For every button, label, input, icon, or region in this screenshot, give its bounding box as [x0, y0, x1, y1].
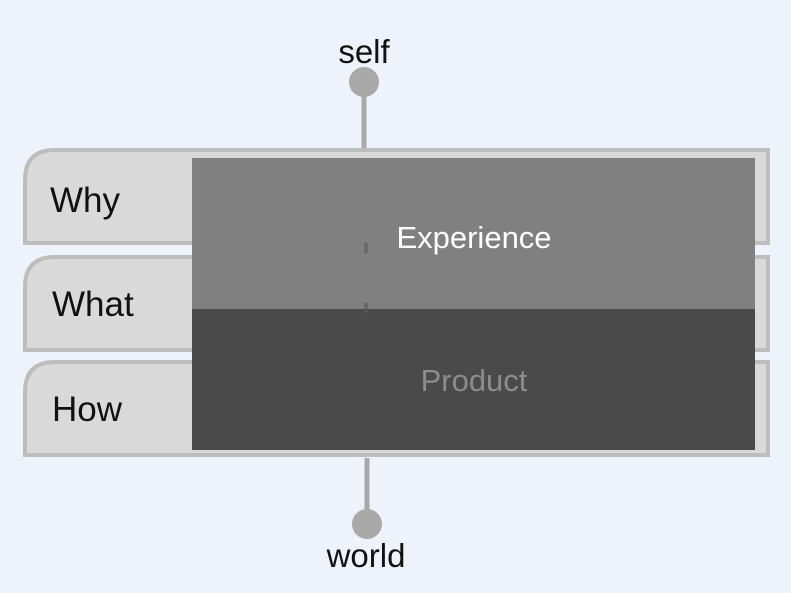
experience-label: Experience: [396, 220, 551, 255]
product-block: [192, 309, 755, 450]
axis-dot-world: [352, 509, 382, 539]
experience-block: [192, 158, 755, 309]
axis-dot-self: [349, 67, 379, 97]
row-label-why: Why: [50, 181, 121, 220]
row-label-what: What: [52, 285, 134, 324]
axis-label-self: self: [338, 33, 390, 70]
product-label: Product: [421, 363, 528, 398]
row-label-how: How: [52, 390, 123, 429]
axis-label-world: world: [326, 537, 406, 574]
